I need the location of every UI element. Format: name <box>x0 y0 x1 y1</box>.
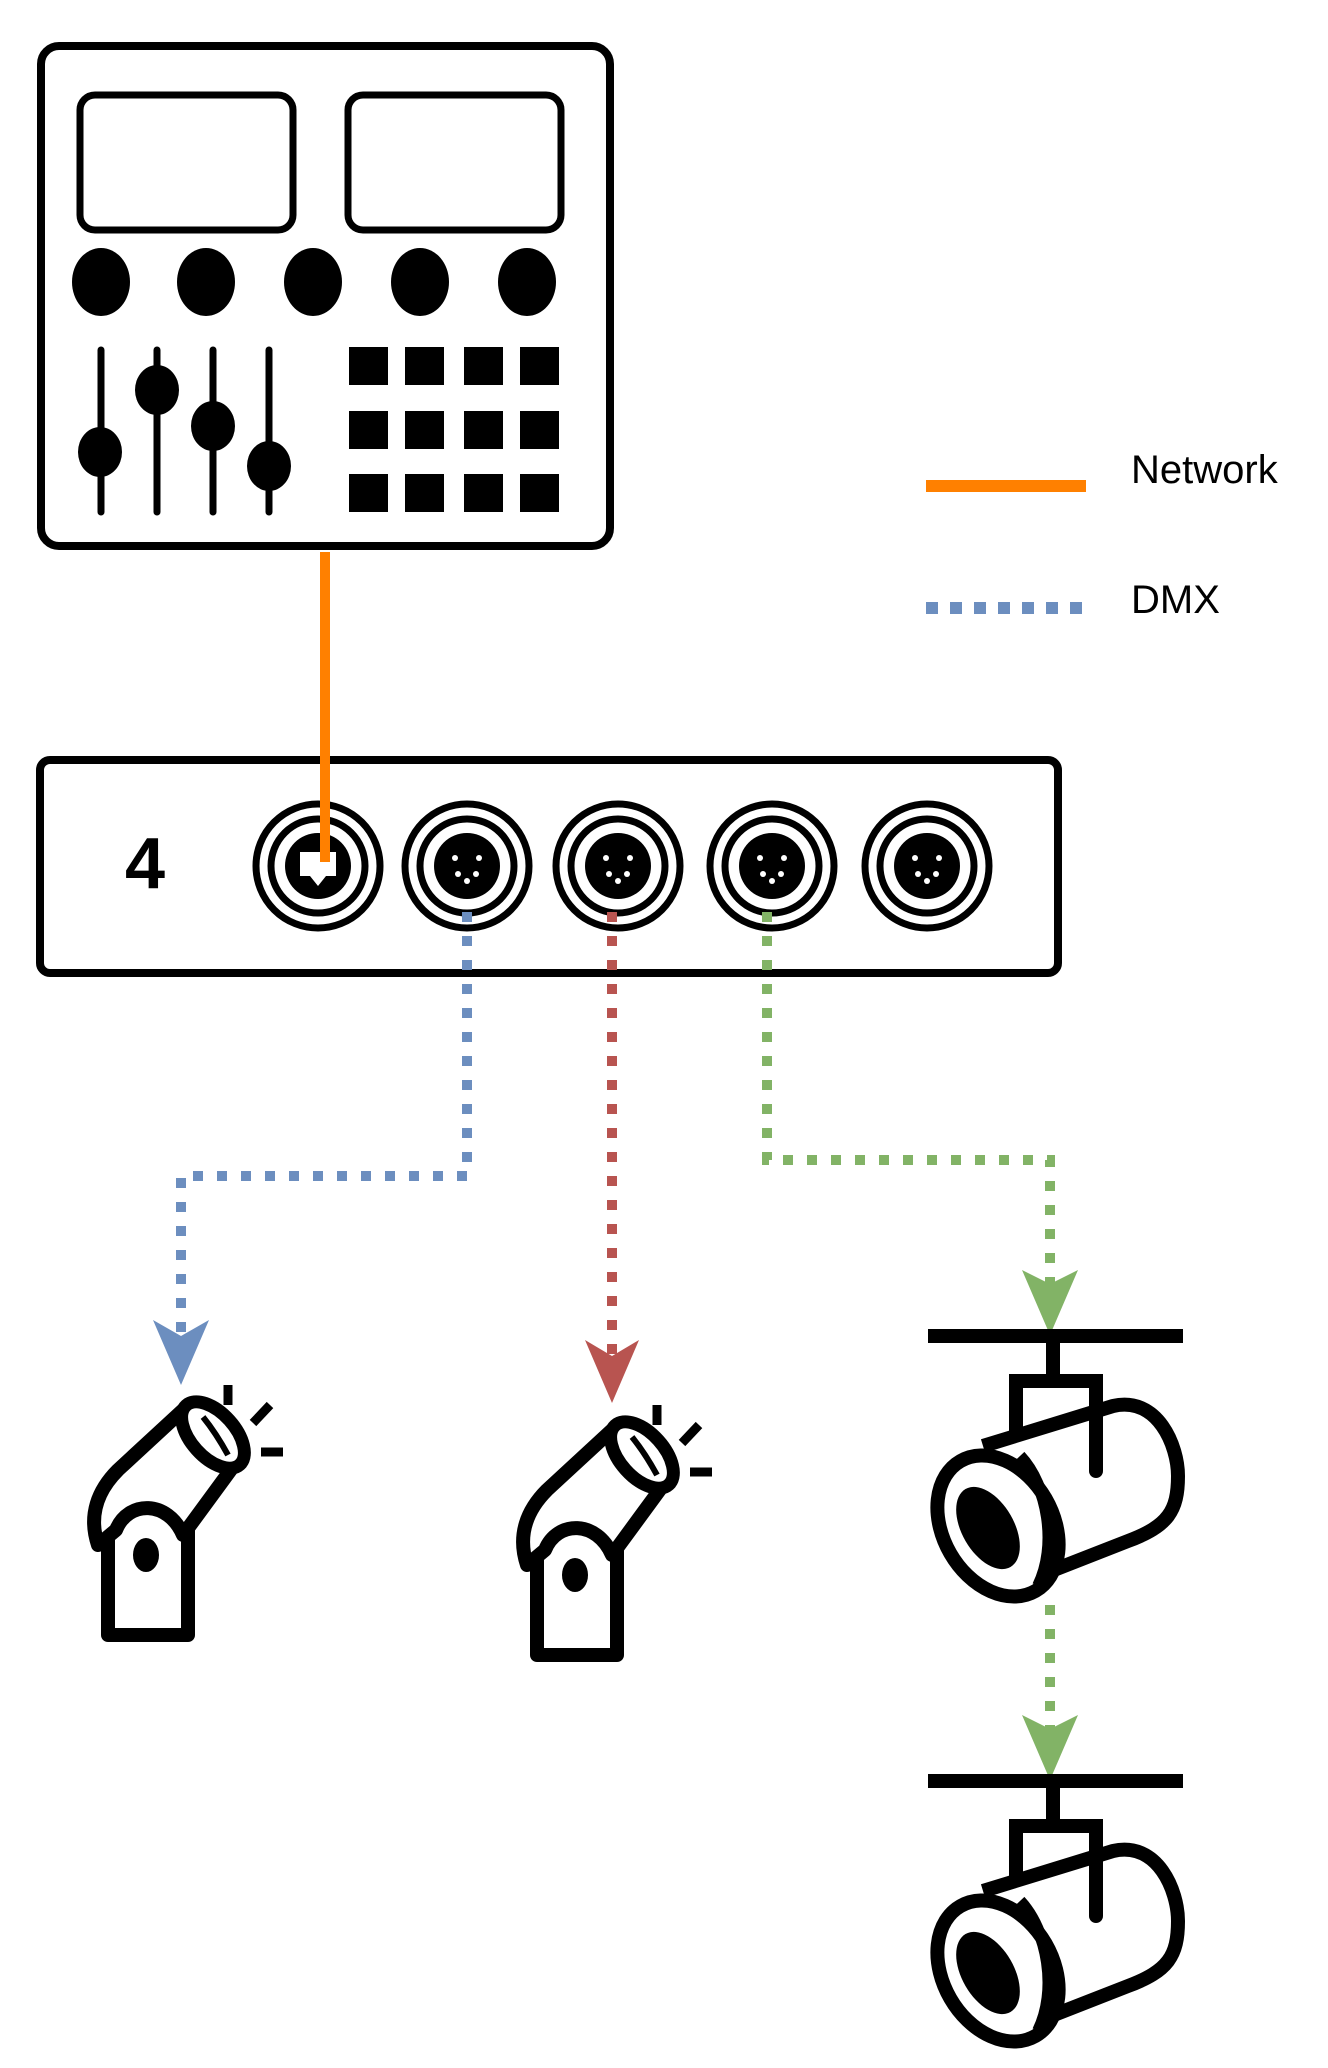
console-knobs <box>72 248 556 316</box>
dmx-port-2 <box>556 804 680 928</box>
arrow-head-universe-1 <box>153 1320 209 1385</box>
dmx-link-universe-3 <box>762 912 1055 1290</box>
dmx-port-1 <box>405 804 529 928</box>
dmx-port-4 <box>865 804 989 928</box>
legend-dmx-label: DMX <box>1131 578 1220 622</box>
dmx-link-universe-1 <box>176 912 472 1340</box>
dmx-port-3 <box>710 804 834 928</box>
arrow-head-universe-3 <box>1022 1270 1078 1335</box>
console-screen-left <box>76 91 297 234</box>
console-buttons <box>349 347 559 512</box>
truss-fixture-icon <box>913 1336 1183 1618</box>
spotlight-icon <box>523 1405 712 1655</box>
legend-network-label: Network <box>1131 448 1278 492</box>
node-label: 4 <box>125 824 165 904</box>
spotlight-icon <box>94 1385 283 1635</box>
arrow-head-universe-3-daisychain <box>1022 1715 1078 1780</box>
ethernet-port <box>252 800 384 932</box>
console-screen-right <box>344 91 565 234</box>
truss-fixture-icon <box>913 1781 1183 2063</box>
lighting-console-icon <box>37 42 614 550</box>
console-faders <box>78 346 291 516</box>
dmx-node: 4 <box>36 756 1062 977</box>
arrow-head-universe-2 <box>585 1340 639 1403</box>
